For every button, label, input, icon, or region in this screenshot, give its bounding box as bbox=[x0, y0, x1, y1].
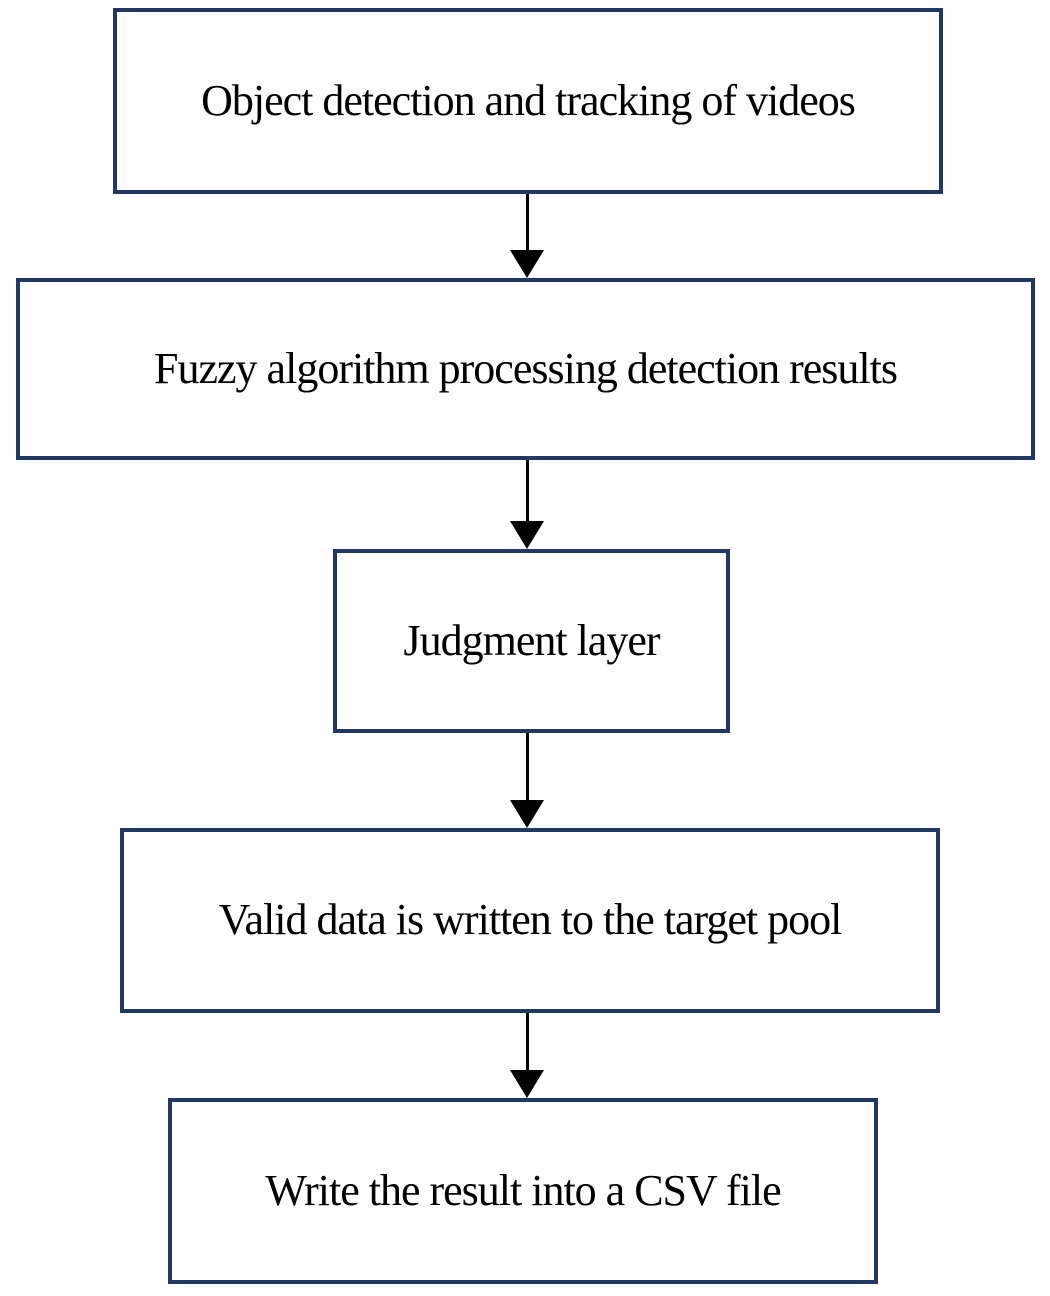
flow-node-judgment-layer: Judgment layer bbox=[333, 549, 730, 733]
arrowhead-icon bbox=[510, 1070, 544, 1098]
arrow-down-icon bbox=[510, 733, 544, 828]
flow-node-label: Judgment layer bbox=[403, 615, 660, 665]
arrowhead-icon bbox=[510, 521, 544, 549]
arrow-shaft bbox=[525, 194, 529, 250]
flow-node-label: Fuzzy algorithm processing detection res… bbox=[154, 343, 898, 393]
arrowhead-icon bbox=[510, 250, 544, 278]
arrow-down-icon bbox=[510, 194, 544, 278]
flow-node-fuzzy-algorithm: Fuzzy algorithm processing detection res… bbox=[16, 278, 1035, 460]
flow-node-label: Write the result into a CSV file bbox=[265, 1165, 781, 1215]
flow-node-label: Valid data is written to the target pool bbox=[218, 895, 843, 945]
arrow-shaft bbox=[525, 1013, 529, 1070]
flow-node-label: Object detection and tracking of videos bbox=[201, 75, 856, 125]
flow-node-object-detection: Object detection and tracking of videos bbox=[113, 8, 943, 194]
flow-node-valid-data-target-pool: Valid data is written to the target pool bbox=[120, 828, 940, 1013]
arrow-shaft bbox=[525, 460, 529, 521]
arrow-down-icon bbox=[510, 460, 544, 549]
flow-node-write-csv: Write the result into a CSV file bbox=[168, 1098, 878, 1284]
arrowhead-icon bbox=[510, 800, 544, 828]
arrow-down-icon bbox=[510, 1013, 544, 1098]
arrow-shaft bbox=[525, 733, 529, 800]
